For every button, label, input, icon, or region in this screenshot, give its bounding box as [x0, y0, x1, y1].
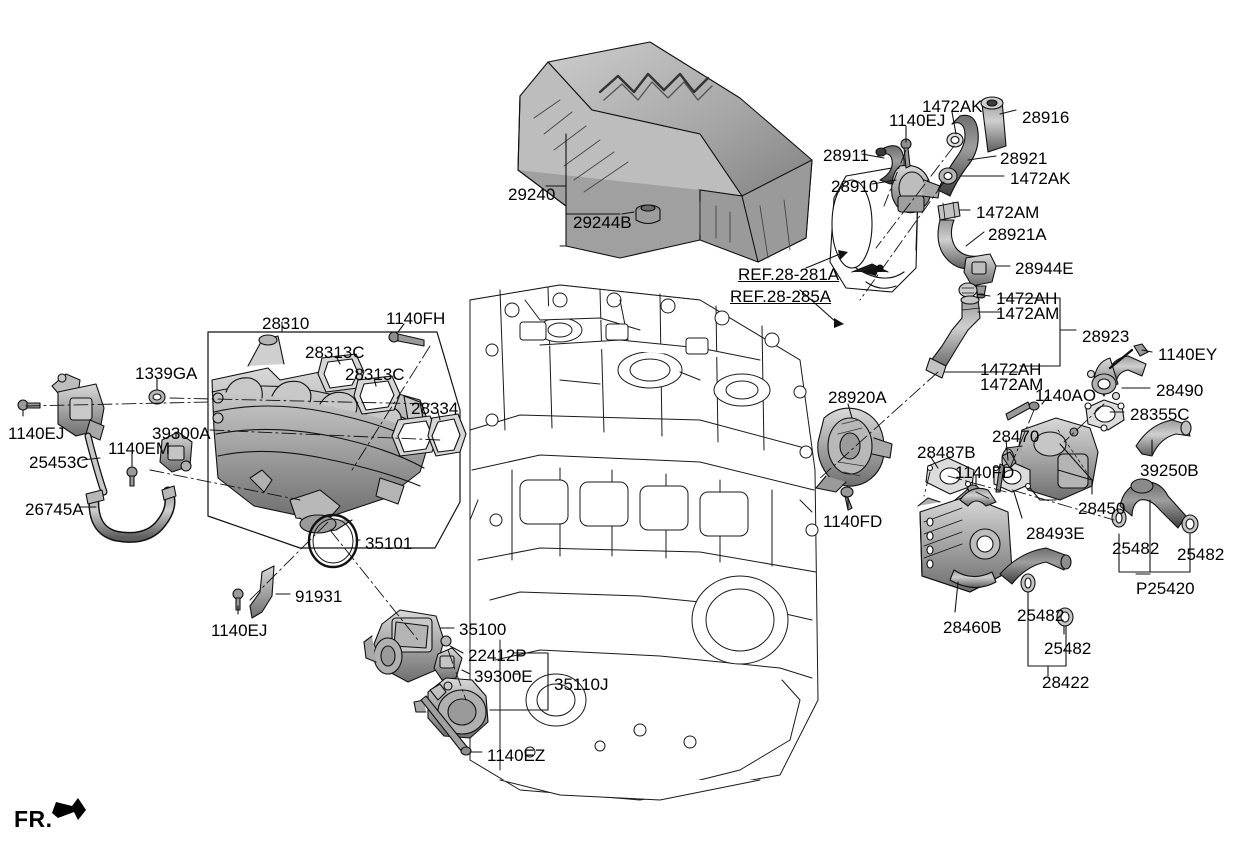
- callout-P25420[interactable]: P25420: [1136, 579, 1195, 598]
- callout-1140EY[interactable]: 1140EY: [1158, 345, 1218, 364]
- callout-1140EZ[interactable]: 1140EZ: [487, 746, 546, 765]
- callout-1472AK-upper[interactable]: 1472AK: [922, 97, 983, 116]
- callout-28355C[interactable]: 28355C: [1130, 405, 1190, 424]
- callout-22412P[interactable]: 22412P: [468, 646, 527, 665]
- callout-28334[interactable]: 28334: [411, 399, 459, 418]
- callout-1140EJ-upper[interactable]: 1140EJ: [889, 111, 946, 130]
- callout-1140FD-left[interactable]: 1140FD: [823, 512, 883, 531]
- callout-28313C-b[interactable]: 28313C: [345, 365, 405, 384]
- callout-1140EJ-bottom[interactable]: 1140EJ: [211, 621, 268, 640]
- callout-28493E[interactable]: 28493E: [1026, 524, 1085, 543]
- callout-35110J[interactable]: 35110J: [554, 675, 609, 694]
- front-direction-arrow: [52, 798, 86, 820]
- callout-28910[interactable]: 28910: [831, 177, 879, 196]
- ref-label-28-285a[interactable]: REF.28-285A: [730, 287, 832, 306]
- callout-1140EJ-left[interactable]: 1140EJ: [8, 424, 65, 443]
- callout-28422[interactable]: 28422: [1042, 673, 1090, 692]
- callout-1472AM-b[interactable]: 1472AM: [996, 304, 1060, 323]
- callout-28313C-a[interactable]: 28313C: [305, 343, 365, 362]
- callout-39300E[interactable]: 39300E: [474, 667, 533, 686]
- callout-29240[interactable]: 29240: [508, 185, 556, 204]
- callout-1140FH[interactable]: 1140FH: [386, 309, 446, 328]
- callout-25482-c[interactable]: 25482: [1112, 539, 1160, 558]
- callout-25482-b[interactable]: 25482: [1044, 639, 1092, 658]
- callout-28920A[interactable]: 28920A: [828, 388, 887, 407]
- callout-1472AK-lower[interactable]: 1472AK: [1010, 169, 1071, 188]
- callout-28490[interactable]: 28490: [1156, 381, 1204, 400]
- callout-1140FD-right[interactable]: 1140FD: [955, 463, 1015, 482]
- front-orientation-label: FR.: [14, 806, 53, 832]
- callout-25482-a[interactable]: 25482: [1017, 606, 1065, 625]
- callout-1472AH-a[interactable]: 1472AH: [996, 289, 1058, 308]
- callout-25482-d[interactable]: 25482: [1177, 545, 1225, 564]
- callout-1472AH-b[interactable]: 1472AH: [980, 360, 1042, 379]
- callout-1472AM-a[interactable]: 1472AM: [976, 203, 1040, 222]
- callout-28921A[interactable]: 28921A: [988, 225, 1047, 244]
- callout-1140AO[interactable]: 1140AO: [1035, 386, 1097, 405]
- callout-1472AM-c[interactable]: 1472AM: [980, 375, 1044, 394]
- callout-28921[interactable]: 28921: [1000, 149, 1048, 168]
- callout-28923[interactable]: 28923: [1082, 327, 1130, 346]
- callout-26745A[interactable]: 26745A: [25, 500, 84, 519]
- callout-28470[interactable]: 28470: [992, 427, 1040, 446]
- callout-1140EM[interactable]: 1140EM: [108, 439, 171, 458]
- callout-29244B[interactable]: 29244B: [573, 213, 632, 232]
- callout-25453C[interactable]: 25453C: [29, 453, 89, 472]
- callout-28310[interactable]: 28310: [262, 314, 310, 333]
- callout-35100[interactable]: 35100: [459, 620, 507, 639]
- callout-35101[interactable]: 35101: [365, 534, 413, 553]
- callout-28944E[interactable]: 28944E: [1015, 259, 1074, 278]
- callout-28916[interactable]: 28916: [1022, 108, 1070, 127]
- callout-1339GA[interactable]: 1339GA: [135, 364, 198, 383]
- callout-28911[interactable]: 28911: [823, 146, 870, 165]
- callout-28487B[interactable]: 28487B: [917, 443, 976, 462]
- callout-39300A[interactable]: 39300A: [152, 424, 211, 443]
- callout-91931[interactable]: 91931: [295, 587, 343, 606]
- callout-28460B[interactable]: 28460B: [943, 618, 1002, 637]
- callout-39250B[interactable]: 39250B: [1140, 461, 1199, 480]
- ref-label-28-281a[interactable]: REF.28-281A: [738, 265, 840, 284]
- callout-28450[interactable]: 28450: [1078, 499, 1126, 518]
